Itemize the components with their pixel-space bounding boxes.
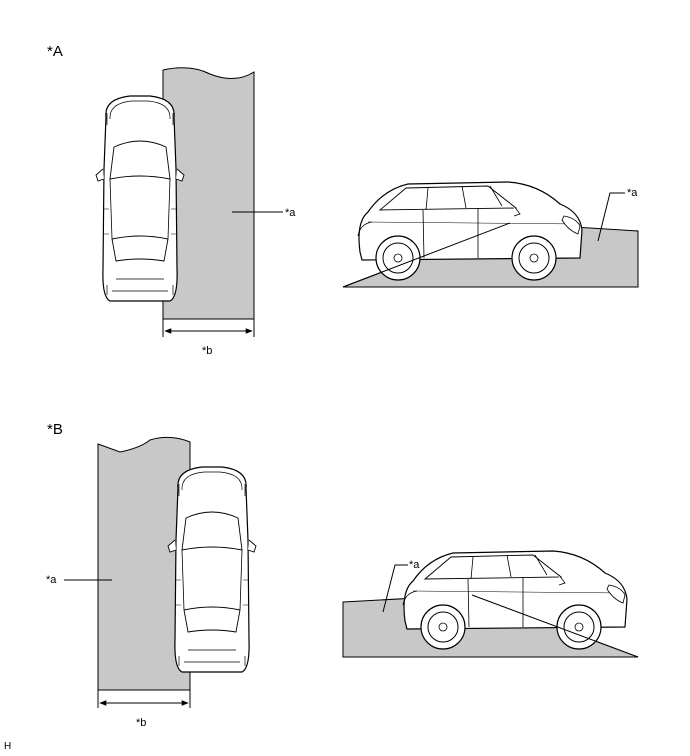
- panel-label-b: *B: [47, 421, 63, 438]
- footer-code: H: [4, 741, 12, 752]
- leader-line-b-side: [382, 564, 408, 613]
- width-label-b: *b: [136, 717, 147, 729]
- surface-strip-a: [162, 67, 255, 320]
- car-top-view-b: [167, 466, 257, 673]
- width-label-a: *b: [202, 345, 213, 357]
- leader-line-a-side: [597, 192, 625, 242]
- surface-label-b: *a: [46, 574, 57, 586]
- panel-label-a: *A: [47, 43, 63, 60]
- side-label-b: *a: [409, 559, 420, 571]
- car-top-view-a: [95, 95, 185, 302]
- panel-b: [64, 436, 639, 708]
- side-label-a: *a: [627, 187, 638, 199]
- surface-label-a: *a: [285, 207, 296, 219]
- surface-strip-b: [97, 436, 191, 691]
- panel-a: [95, 67, 639, 337]
